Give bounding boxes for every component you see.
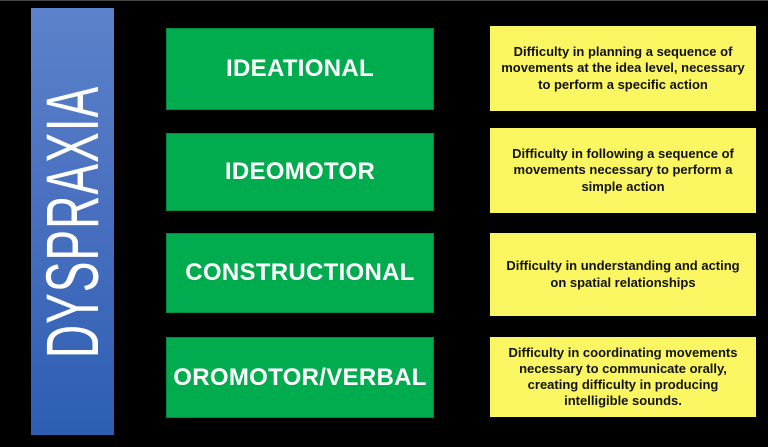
- category-box-constructional: CONSTRUCTIONAL: [166, 233, 434, 313]
- category-box-oromotor-verbal: OROMOTOR/VERBAL: [166, 337, 434, 418]
- category-box-ideational: IDEATIONAL: [166, 28, 434, 110]
- description-text: Difficulty in planning a sequence of mov…: [501, 44, 745, 92]
- diagram-title: DYSPRAXIA: [30, 85, 115, 358]
- dyspraxia-title-bar: DYSPRAXIA: [30, 8, 115, 435]
- description-box-ideational: Difficulty in planning a sequence of mov…: [490, 26, 756, 111]
- description-text: Difficulty in following a sequence of mo…: [512, 146, 734, 194]
- description-box-oromotor-verbal: Difficulty in coordinating movements nec…: [490, 337, 756, 417]
- category-label: IDEOMOTOR: [224, 158, 376, 185]
- description-text: Difficulty in coordinating movements nec…: [508, 344, 738, 409]
- category-label: CONSTRUCTIONAL: [185, 259, 415, 286]
- description-text: Difficulty in understanding and acting o…: [506, 258, 740, 290]
- category-box-ideomotor: IDEOMOTOR: [166, 133, 434, 211]
- category-label: IDEATIONAL: [226, 55, 374, 82]
- top-border-line: [0, 0, 768, 1]
- category-label: OROMOTOR/VERBAL: [173, 363, 427, 391]
- description-box-ideomotor: Difficulty in following a sequence of mo…: [490, 128, 756, 213]
- description-box-constructional: Difficulty in understanding and acting o…: [490, 233, 756, 316]
